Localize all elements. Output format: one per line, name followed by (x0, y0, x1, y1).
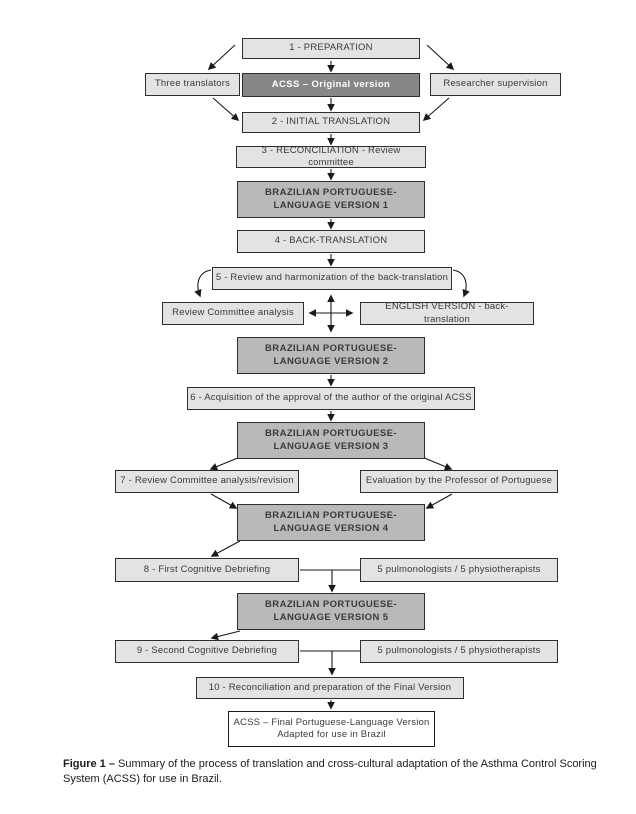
figure-caption-label: Figure 1 – (63, 758, 115, 770)
flow-brazilian-version-3: BRAZILIAN PORTUGUESE- LANGUAGE VERSION 3 (237, 422, 425, 459)
figure-caption: Figure 1 – Summary of the process of tra… (63, 757, 611, 787)
flow-pulmonologists-physiotherapists-1: 5 pulmonologists / 5 physiotherapists (360, 558, 558, 582)
flow-step-1-preparation: 1 - PREPARATION (242, 38, 420, 59)
flow-brazilian-version-1: BRAZILIAN PORTUGUESE- LANGUAGE VERSION 1 (237, 181, 425, 218)
flow-step-3-reconciliation: 3 - RECONCILIATION - Review committee (236, 145, 426, 168)
flow-english-version-back-translation: ENGLISH VERSION - back-translation (360, 301, 534, 325)
flow-researcher-supervision: Researcher supervision (430, 73, 561, 96)
flow-step-10-final-reconciliation: 10 - Reconciliation and preparation of t… (196, 677, 464, 699)
flow-step-5-review-harmonization: 5 - Review and harmonization of the back… (212, 267, 452, 290)
flow-step-7-review-committee-revision: 7 - Review Committee analysis/revision (115, 470, 299, 493)
flow-three-translators: Three translators (145, 73, 240, 96)
flow-acss-final-version: ACSS – Final Portuguese-Language Version… (228, 711, 435, 747)
flow-evaluation-professor-portuguese: Evaluation by the Professor of Portugues… (360, 470, 558, 493)
flow-brazilian-version-4: BRAZILIAN PORTUGUESE- LANGUAGE VERSION 4 (237, 504, 425, 541)
flow-step-2-initial-translation: 2 - INITIAL TRANSLATION (242, 112, 420, 133)
flow-step-4-back-translation: 4 - BACK-TRANSLATION (237, 230, 425, 253)
flow-brazilian-version-5: BRAZILIAN PORTUGUESE- LANGUAGE VERSION 5 (237, 593, 425, 630)
flow-review-committee-analysis: Review Committee analysis (162, 302, 304, 325)
flow-acss-original-version: ACSS – Original version (242, 73, 420, 97)
flow-step-6-author-approval: 6 - Acquisition of the approval of the a… (187, 387, 475, 410)
flow-pulmonologists-physiotherapists-2: 5 pulmonologists / 5 physiotherapists (360, 640, 558, 663)
flow-step-9-second-cognitive-debriefing: 9 - Second Cognitive Debriefing (115, 640, 299, 663)
flow-brazilian-version-2: BRAZILIAN PORTUGUESE- LANGUAGE VERSION 2 (237, 337, 425, 374)
figure-caption-text: Summary of the process of translation an… (63, 758, 597, 785)
flow-step-8-first-cognitive-debriefing: 8 - First Cognitive Debriefing (115, 558, 299, 582)
